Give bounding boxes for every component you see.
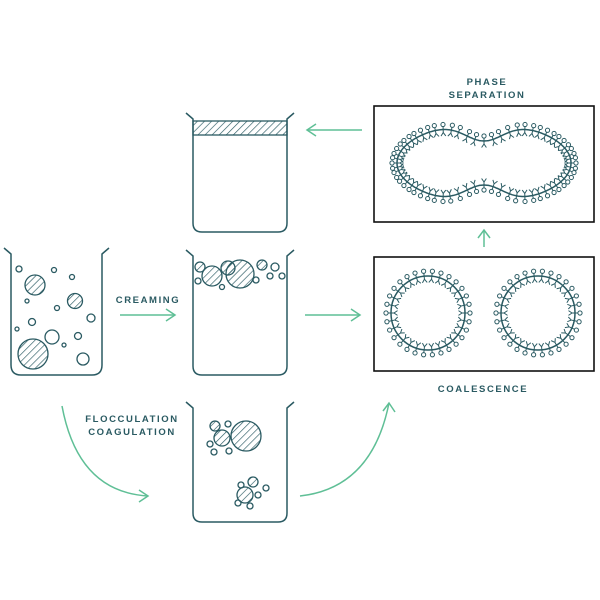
flocculation-label: FLOCCULATION [85, 414, 178, 425]
emulsion-droplets [14, 265, 96, 370]
phase-label: PHASE [467, 77, 508, 88]
coalescence-label: COALESCENCE [438, 384, 528, 395]
flocs [206, 420, 270, 510]
merged-droplet [389, 121, 579, 205]
emulsion-beaker [3, 247, 110, 376]
arrows [61, 123, 491, 503]
coalescing-droplet-left [383, 268, 473, 358]
arrow-creaming [120, 308, 177, 322]
creaming-beaker [185, 249, 295, 376]
separation-label: SEPARATION [449, 90, 526, 101]
flocculation-beaker [185, 401, 295, 523]
arrow-up-phase [477, 228, 491, 247]
arrow-to-coalescence [305, 308, 362, 322]
arrow-floc-to-coalescence [299, 401, 396, 497]
phase-separation-panel [373, 105, 595, 223]
coalescing-droplet-right [493, 268, 583, 358]
creamed-droplets [194, 259, 286, 291]
arrow-to-separated [305, 123, 362, 137]
separated-oil-layer [192, 120, 288, 136]
arrow-flocculation [61, 405, 150, 503]
coalescence-panel [373, 256, 595, 372]
separated-beaker [185, 112, 295, 233]
coagulation-label: COAGULATION [88, 427, 176, 438]
creaming-label: CREAMING [116, 295, 181, 306]
